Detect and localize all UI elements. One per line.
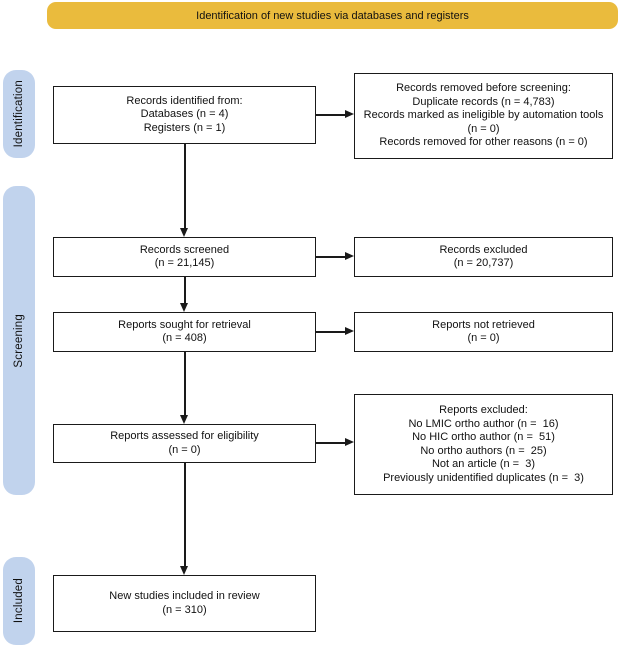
box-text-line: (n = 20,737) xyxy=(453,257,514,269)
arrow-sought-to-not-retrieved-line xyxy=(316,331,345,333)
stage-label-included: Included xyxy=(13,578,25,624)
box-text-line: Reports not retrieved xyxy=(432,318,535,331)
arrow-screened-to-sought-line xyxy=(184,277,186,303)
box-text-line: Registers (n = 1) xyxy=(143,121,226,134)
box-text-line: Records identified from: xyxy=(126,94,243,107)
box-text-line: (n = 408) xyxy=(162,332,207,344)
box-text-line: (n = 310) xyxy=(162,603,207,616)
box-text-line: No LMIC ortho author (n = 16) xyxy=(408,417,559,430)
box-text-line: New studies included in review xyxy=(109,590,260,602)
arrow-down-icon xyxy=(180,228,188,237)
box-reports-not-retrieved: Reports not retrieved (n = 0) xyxy=(354,312,613,352)
arrow-screened-to-excluded-line xyxy=(316,256,345,258)
arrow-down-icon xyxy=(180,415,188,424)
arrow-identified-to-screened-line xyxy=(184,144,186,228)
banner: Identification of new studies via databa… xyxy=(47,2,618,29)
arrow-assessed-to-excluded-line xyxy=(316,442,345,444)
box-text-line: (n = 0) xyxy=(168,443,201,456)
arrow-assessed-to-included-line xyxy=(184,463,186,566)
box-reports-excluded: Reports excluded: No LMIC ortho author (… xyxy=(354,394,613,495)
arrow-right-icon xyxy=(345,438,354,446)
box-records-identified: Records identified from: Databases (n = … xyxy=(53,86,316,144)
arrow-right-icon xyxy=(345,327,354,335)
box-text-line: Not an article (n = 3) xyxy=(431,458,536,470)
box-text-line: Previously unidentified duplicates (n = … xyxy=(383,471,584,484)
arrow-identified-to-removed-line xyxy=(316,114,346,116)
box-text-line: Databases (n = 4) xyxy=(140,108,229,121)
stage-label-identification: Identification xyxy=(13,80,25,148)
arrow-right-icon xyxy=(345,110,354,118)
stage-tab-included: Included xyxy=(3,557,35,645)
box-text-line: No ortho authors (n = 25) xyxy=(420,444,547,457)
box-records-removed-before-screening: Records removed before screening: Duplic… xyxy=(354,73,613,159)
box-text-line: Records removed before screening: xyxy=(396,82,571,95)
box-text-line: Reports excluded: xyxy=(439,404,528,416)
banner-label: Identification of new studies via databa… xyxy=(196,9,469,22)
box-text-line: Records removed for other reasons (n = 0… xyxy=(379,136,588,149)
box-records-excluded: Records excluded (n = 20,737) xyxy=(354,237,613,277)
arrow-down-icon xyxy=(180,303,188,312)
box-text-line: Records marked as ineligible by automati… xyxy=(363,109,607,135)
box-text-line: Reports assessed for eligibility xyxy=(110,430,259,442)
box-reports-assessed-for-eligibility: Reports assessed for eligibility (n = 0) xyxy=(53,424,316,463)
arrow-sought-to-assessed-line xyxy=(184,352,186,415)
stage-label-screening: Screening xyxy=(13,313,25,368)
box-text-line: Reports sought for retrieval xyxy=(118,318,251,331)
box-reports-sought-for-retrieval: Reports sought for retrieval (n = 408) xyxy=(53,312,316,352)
stage-tab-identification: Identification xyxy=(3,70,35,158)
arrow-down-icon xyxy=(180,566,188,575)
box-records-screened: Records screened (n = 21,145) xyxy=(53,237,316,277)
box-text-line: Records screened xyxy=(139,243,230,256)
box-text-line: (n = 21,145) xyxy=(154,257,215,269)
box-new-studies-included: New studies included in review (n = 310) xyxy=(53,575,316,632)
arrow-right-icon xyxy=(345,252,354,260)
box-text-line: No HIC ortho author (n = 51) xyxy=(412,431,555,443)
stage-tab-screening: Screening xyxy=(3,186,35,495)
box-text-line: Records excluded xyxy=(439,243,528,256)
box-text-line: (n = 0) xyxy=(467,332,500,344)
box-text-line: Duplicate records (n = 4,783) xyxy=(412,95,555,108)
